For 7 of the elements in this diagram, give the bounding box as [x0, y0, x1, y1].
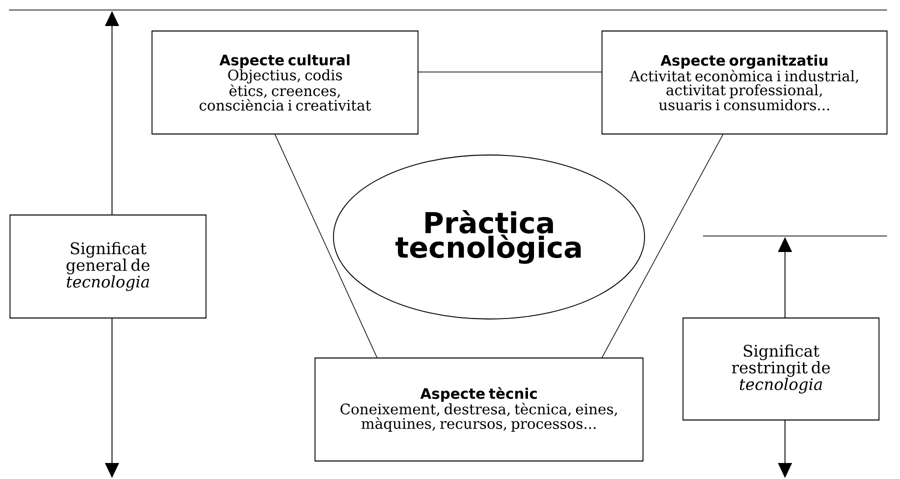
meaning-box: Significat restringit de tecnologia [682, 318, 880, 420]
aspect-box: Aspecte organitzatiu Activitat econòmica i industrial, activitat professional, usuaris i consumidors... [602, 30, 888, 134]
aspect-box: Aspecte tècnic Coneixement, destresa, tècnica, eines, màquines, recursos, processos... [314, 358, 644, 462]
meaning-box: Significat general de tecnologia [10, 214, 206, 318]
connector-line [274, 134, 378, 358]
connector-line [602, 134, 724, 358]
aspect-box: Aspecte cultural Objectius, codis ètics, creences, consciència i creativitat [152, 30, 418, 134]
